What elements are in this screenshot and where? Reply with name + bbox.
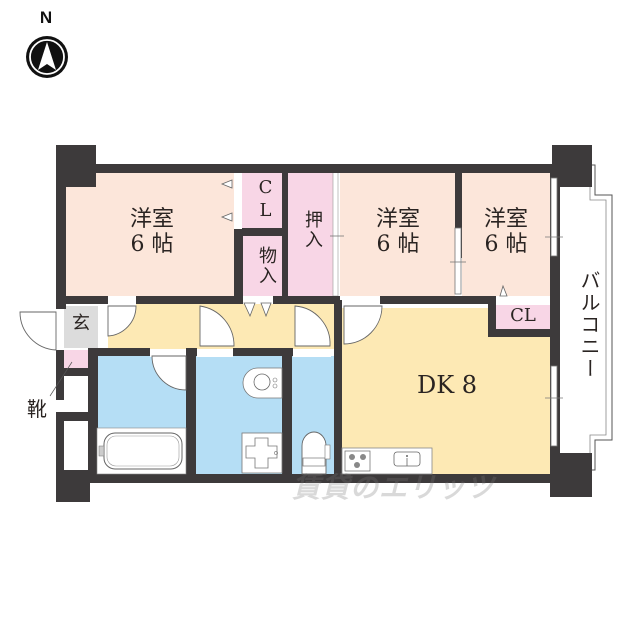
closet-2-label: CL <box>510 305 536 326</box>
room2-door-opening <box>340 296 380 304</box>
entrance-fill <box>64 306 98 348</box>
western-room-3-label: 洋室 6 帖 <box>458 207 554 258</box>
storage-label: 物入 <box>256 246 277 286</box>
western-room-1-label: 洋室 6 帖 <box>104 207 200 258</box>
western-room-3-fill <box>462 172 550 296</box>
western-room-1-name: 洋室 <box>129 207 174 232</box>
closet-2-fill <box>496 305 550 329</box>
oshiire-label: 押入 <box>302 210 323 250</box>
closet-1-door-strip <box>234 172 242 229</box>
windows <box>454 177 558 447</box>
balcony-fill <box>562 185 580 450</box>
western-room-3-name: 洋室 <box>483 207 528 232</box>
closet-1-label: CL <box>255 177 276 223</box>
western-room-2-size: 6 帖 <box>376 232 420 258</box>
folding-door-marks <box>220 179 508 318</box>
entrance-label: 玄 <box>72 313 90 334</box>
bath-door-opening <box>150 349 186 357</box>
western-room-3-size: 6 帖 <box>484 232 528 258</box>
toilet-door-opening <box>293 349 331 357</box>
door-swings <box>19 305 383 391</box>
shoe-wall-niche <box>64 424 88 454</box>
closet-1-fill <box>242 172 282 229</box>
hall-door-opening-1 <box>108 296 136 306</box>
dk-label: DK 8 <box>416 371 478 399</box>
bathtub-icon <box>96 427 187 475</box>
storage-fill <box>243 236 282 296</box>
watermark: 賃貸のエリッツ <box>292 471 496 504</box>
balcony-outline <box>580 164 613 471</box>
western-room-1-fill <box>66 172 234 296</box>
walls <box>56 145 592 502</box>
toilet-icon <box>301 431 331 475</box>
stove-icon <box>344 450 371 472</box>
western-room-2-name: 洋室 <box>375 207 420 232</box>
wash-door-opening <box>197 349 233 357</box>
oshiire-fill <box>286 172 333 296</box>
shoe-box-fill <box>64 350 88 368</box>
western-room-2-label: 洋室 6 帖 <box>350 207 446 258</box>
shoe-leader-line <box>49 361 73 397</box>
closet-2-door-strip <box>496 298 550 305</box>
balcony-label: バルコニー <box>577 270 601 380</box>
shoe-box-label: 靴 <box>27 397 47 421</box>
washing-machine-pan-icon <box>241 432 283 474</box>
kitchen-sink-icon <box>393 451 421 467</box>
storage-door-opening <box>243 296 273 304</box>
window-ticks <box>330 235 563 399</box>
washbasin-icon <box>242 367 283 399</box>
oshiire-door-strip <box>332 171 339 297</box>
north-label: N <box>39 8 53 27</box>
western-room-1-size: 6 帖 <box>130 232 174 258</box>
north-arrow-icon <box>26 36 68 78</box>
western-room-2-fill <box>340 172 455 296</box>
